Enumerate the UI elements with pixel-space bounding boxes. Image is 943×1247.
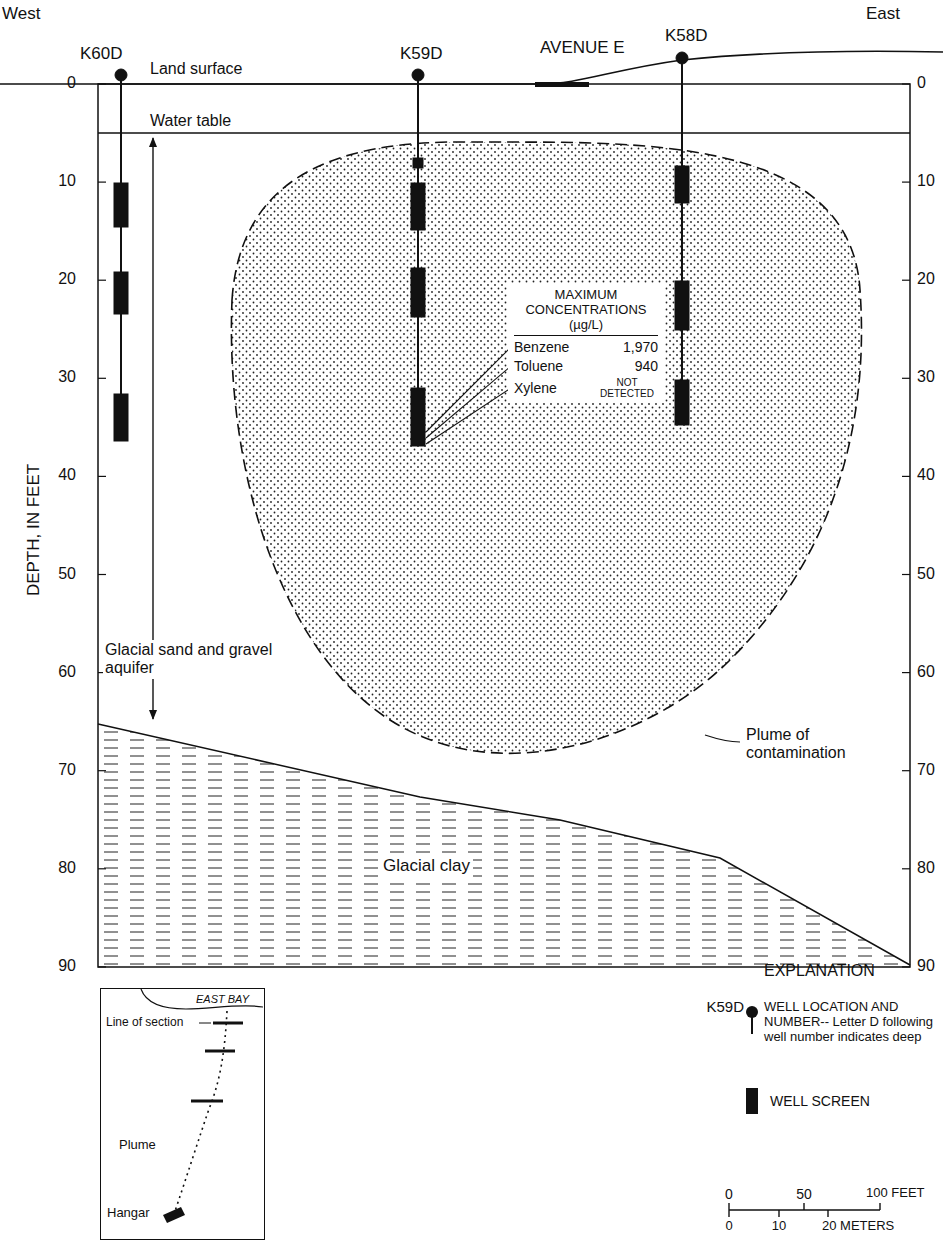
table-heading: MAXIMUM CONCENTRATIONS (µg/L)	[514, 287, 658, 336]
water-body-label: EAST BAY	[196, 993, 249, 1005]
axis-title: DEPTH, IN FEET	[24, 464, 44, 596]
wells	[114, 52, 689, 446]
depth-tick: 90	[917, 957, 935, 975]
well-number: K60D	[80, 44, 123, 64]
glacial-clay	[98, 724, 910, 967]
map-label: Plume	[119, 1137, 156, 1152]
direction-label: East	[866, 4, 900, 24]
leader-line	[705, 735, 740, 742]
avenue	[535, 82, 589, 87]
depth-tick: 80	[58, 859, 76, 877]
depth-tick: 0	[917, 74, 926, 92]
depth-tick: 20	[917, 270, 935, 288]
frame	[98, 84, 910, 967]
depth-tick: 30	[58, 368, 76, 386]
table-value: 940	[586, 358, 658, 374]
leader-line	[426, 388, 511, 444]
plume-label: Plume of contamination	[744, 725, 868, 764]
depth-tick: 40	[917, 466, 935, 484]
depth-tick: 10	[58, 172, 76, 190]
legend-text: WELL LOCATION AND NUMBER-- Letter D foll…	[764, 1000, 936, 1045]
table-cell: Xylene	[514, 380, 580, 396]
water-table-label: Water table	[150, 112, 231, 130]
surface-label: Land surface	[150, 60, 243, 78]
depth-tick: 50	[58, 565, 76, 583]
depth-tick: 0	[67, 74, 76, 92]
scale-number: 20 METERS	[822, 1219, 894, 1234]
scale-number: 50	[796, 1186, 812, 1202]
depth-tick: 40	[58, 466, 76, 484]
concentration-box: MAXIMUM CONCENTRATIONS (µg/L) Benzene 1,97…	[508, 283, 664, 403]
table-cell: Benzene	[514, 339, 580, 355]
well-number: K59D	[400, 44, 443, 64]
leader-line	[426, 366, 511, 438]
depth-tick: 20	[58, 270, 76, 288]
scale-bar	[729, 1203, 880, 1217]
depth-tick: 10	[917, 172, 935, 190]
map-label: Line of section	[105, 1015, 184, 1029]
depth-tick: 30	[917, 368, 935, 386]
depth-tick: 80	[917, 859, 935, 877]
depth-tick: 70	[917, 761, 935, 779]
road-label: AVENUE E	[540, 38, 625, 58]
clay-label: Glacial clay	[380, 855, 473, 877]
scale-number: 0	[725, 1219, 732, 1234]
scale-number: 100 FEET	[866, 1186, 925, 1201]
plume	[231, 142, 861, 753]
water-table	[98, 132, 910, 134]
well-number: K58D	[665, 26, 708, 46]
depth-tick: 60	[58, 663, 76, 681]
scale-number: 0	[725, 1186, 733, 1202]
scale-number: 10	[772, 1219, 786, 1234]
table-value: 1,970	[586, 339, 658, 355]
aquifer-label: Glacial sand and gravel aquifer	[103, 640, 277, 679]
legend-title: EXPLANATION	[764, 962, 875, 980]
table-cell: Toluene	[514, 358, 580, 374]
depth-tick: 50	[917, 565, 935, 583]
map-label: Hangar	[107, 1205, 150, 1220]
well-number: K59D	[706, 998, 744, 1015]
direction-label: West	[2, 4, 40, 24]
depth-tick: 60	[917, 663, 935, 681]
table-value: NOT DETECTED	[596, 377, 658, 399]
aquifer-arrow	[152, 138, 153, 719]
leader-line	[426, 347, 511, 432]
land-surface	[0, 51, 943, 84]
depth-tick: 70	[58, 761, 76, 779]
screen-symbol	[746, 1088, 758, 1114]
legend-text: WELL SCREEN	[770, 1093, 930, 1109]
location-inset: EAST BAY Line of sectionPlumeHangar	[100, 988, 265, 1240]
depth-tick: 90	[58, 957, 76, 975]
